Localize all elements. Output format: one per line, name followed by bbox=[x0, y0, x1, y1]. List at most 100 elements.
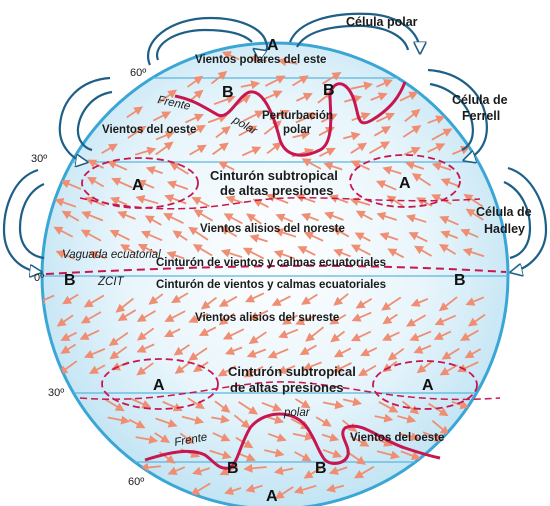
wind-arrow bbox=[369, 141, 391, 154]
wind-arrow bbox=[214, 400, 231, 413]
wind-arrow bbox=[358, 364, 377, 377]
wind-arrow bbox=[465, 296, 485, 306]
wind-arrow bbox=[134, 146, 157, 156]
wind-arrow bbox=[115, 297, 134, 313]
wind-arrow bbox=[324, 211, 344, 221]
wind-arrow bbox=[414, 245, 433, 257]
wind-arrow bbox=[80, 311, 102, 324]
wind-arrow bbox=[60, 331, 78, 341]
wind-arrow bbox=[243, 365, 264, 378]
wind-arrow bbox=[440, 178, 460, 188]
wind-arrow bbox=[117, 309, 137, 322]
wind-arrow bbox=[401, 400, 420, 415]
wind-arrow bbox=[399, 91, 419, 102]
wind-arrow bbox=[297, 246, 316, 256]
pressure-low-equator-west: B bbox=[64, 272, 76, 289]
wind-arrow bbox=[263, 120, 282, 135]
wind-arrow bbox=[127, 125, 147, 139]
subtropical-ribbon-north bbox=[79, 197, 481, 210]
ferrell-cell-label-2: Ferrell bbox=[462, 109, 500, 123]
subtropical-north-label-2: de altas presiones bbox=[220, 183, 333, 198]
wind-arrow bbox=[215, 125, 231, 139]
wind-arrow bbox=[224, 486, 242, 496]
wind-arrow bbox=[350, 142, 368, 154]
wind-arrow bbox=[192, 466, 211, 476]
wind-arrow bbox=[218, 295, 238, 307]
wind-arrow bbox=[300, 212, 319, 222]
wind-arrow bbox=[333, 347, 352, 358]
wind-arrow bbox=[349, 435, 370, 447]
wind-arrow bbox=[462, 247, 485, 258]
high-ellipse-ne bbox=[349, 154, 461, 208]
wind-arrow bbox=[321, 71, 342, 85]
wind-arrow bbox=[355, 210, 373, 221]
wind-arrow bbox=[187, 75, 204, 88]
subtropical-south-label-2: de altas presiones bbox=[230, 380, 343, 395]
wind-arrow bbox=[295, 314, 317, 326]
wind-arrow bbox=[219, 465, 239, 476]
wind-arrow bbox=[397, 414, 417, 424]
wind-arrow bbox=[294, 451, 312, 462]
wind-arrow bbox=[349, 197, 371, 206]
wind-arrow bbox=[382, 166, 402, 175]
subtropical-north-label-1: Cinturón subtropical bbox=[210, 168, 338, 183]
wind-arrow bbox=[460, 228, 479, 238]
wind-arrow bbox=[403, 146, 421, 156]
wind-arrow bbox=[292, 432, 315, 441]
wind-arrow bbox=[172, 230, 188, 241]
pressure-low-south-front-1: B bbox=[227, 460, 239, 477]
ferrell-cell-arc-left-inner bbox=[76, 90, 113, 152]
wind-arrow bbox=[137, 244, 158, 255]
pressure-high-south-pole: A bbox=[266, 488, 278, 505]
wind-arrow bbox=[330, 330, 346, 343]
wind-arrow bbox=[209, 449, 232, 460]
wind-arrow bbox=[408, 232, 428, 243]
wind-arrow bbox=[130, 397, 152, 409]
wind-arrow bbox=[302, 361, 322, 371]
pressure-high-ne: A bbox=[399, 175, 411, 192]
wind-arrow bbox=[292, 130, 311, 140]
wind-arrow bbox=[413, 344, 432, 354]
wind-arrow bbox=[261, 401, 283, 412]
polar-cell-label: Célula polar bbox=[346, 15, 418, 29]
wind-arrow bbox=[409, 330, 432, 342]
wind-arrow bbox=[315, 416, 332, 427]
wind-arrow bbox=[155, 417, 178, 428]
se-trades-label: Vientos alisios del sureste bbox=[195, 312, 339, 324]
wind-arrow bbox=[301, 158, 322, 170]
wind-arrow bbox=[56, 314, 74, 327]
wind-arrow bbox=[441, 347, 460, 360]
wind-arrow bbox=[104, 398, 125, 412]
wind-arrow bbox=[342, 397, 363, 407]
latitude-lines bbox=[42, 77, 508, 463]
wind-arrow bbox=[439, 364, 459, 376]
ferrell-cell-label-1: Célula de bbox=[452, 93, 508, 107]
wind-arrow bbox=[188, 312, 209, 323]
wind-arrow bbox=[416, 197, 433, 207]
wind-arrow bbox=[145, 166, 163, 175]
wind-arrow bbox=[416, 361, 433, 374]
wind-arrow bbox=[300, 293, 318, 305]
wind-arrow bbox=[120, 244, 137, 255]
wind-arrow bbox=[376, 211, 397, 221]
wind-arrow bbox=[126, 106, 144, 119]
wind-arrow bbox=[264, 75, 286, 87]
wind-arrow bbox=[117, 210, 136, 220]
wind-arrow bbox=[158, 89, 178, 104]
wind-arrow bbox=[354, 465, 375, 479]
polar-disturbance-label-2: polar bbox=[283, 124, 312, 136]
wind-arrow bbox=[164, 194, 187, 205]
wind-arrow bbox=[167, 466, 186, 475]
wind-arrow bbox=[169, 162, 189, 175]
westerlies-north-label: Vientos del oeste bbox=[102, 124, 196, 136]
wind-arrow bbox=[296, 92, 313, 102]
wind-arrow bbox=[328, 194, 349, 204]
wind-arrow bbox=[400, 450, 421, 460]
polar-cell-arc-right-inner bbox=[296, 24, 410, 51]
wind-arrow bbox=[374, 413, 394, 423]
wind-arrow bbox=[135, 195, 159, 205]
wind-arrow bbox=[305, 326, 325, 342]
wind-arrow bbox=[264, 448, 285, 458]
pressure-high-north-pole: A bbox=[267, 37, 279, 54]
wind-arrow bbox=[382, 313, 398, 325]
